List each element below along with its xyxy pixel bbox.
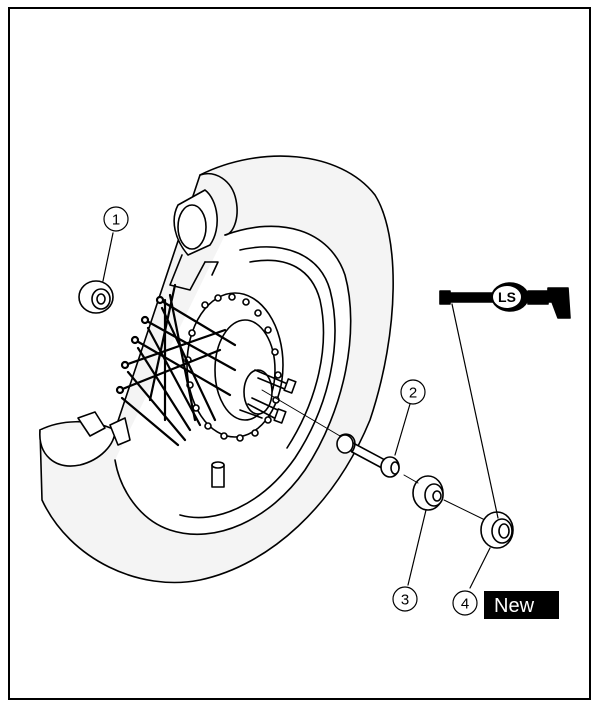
callout-3-label: 3	[401, 592, 409, 609]
axle-line	[261, 389, 341, 437]
callout-4-label: 4	[461, 596, 469, 613]
callout-1-label: 1	[112, 212, 120, 229]
callout-2-label: 2	[409, 385, 417, 402]
tire-top-cut	[199, 173, 238, 236]
spokes	[115, 283, 237, 447]
hub-studs	[239, 369, 297, 424]
tire-clip	[77, 411, 131, 446]
lubricant-grease-icon: LS	[439, 282, 571, 319]
leader-4	[469, 547, 491, 589]
lubricant-label: LS	[498, 289, 516, 305]
tire-top-boot	[169, 189, 219, 291]
oil-seal-4	[480, 511, 514, 549]
rim-inner-line	[179, 246, 336, 519]
leader-3	[407, 509, 427, 586]
new-badge-label: New	[494, 595, 535, 617]
rim-inner-line-2	[249, 259, 325, 449]
callout-4: 4	[452, 590, 478, 616]
callout-1: 1	[103, 206, 129, 232]
leader-2	[394, 403, 411, 456]
callout-2: 2	[400, 379, 426, 405]
tire-section-cut	[39, 429, 116, 467]
callout-3: 3	[392, 586, 418, 612]
leader-1	[102, 232, 114, 282]
valve-stem	[211, 461, 225, 488]
new-part-badge: New	[484, 591, 559, 619]
bearing-3	[412, 475, 444, 511]
link-3-4	[403, 474, 486, 521]
lubricant-leader	[451, 303, 499, 519]
bearing-1	[78, 280, 114, 314]
spacer-2	[336, 433, 400, 478]
disc-holes	[184, 293, 282, 442]
